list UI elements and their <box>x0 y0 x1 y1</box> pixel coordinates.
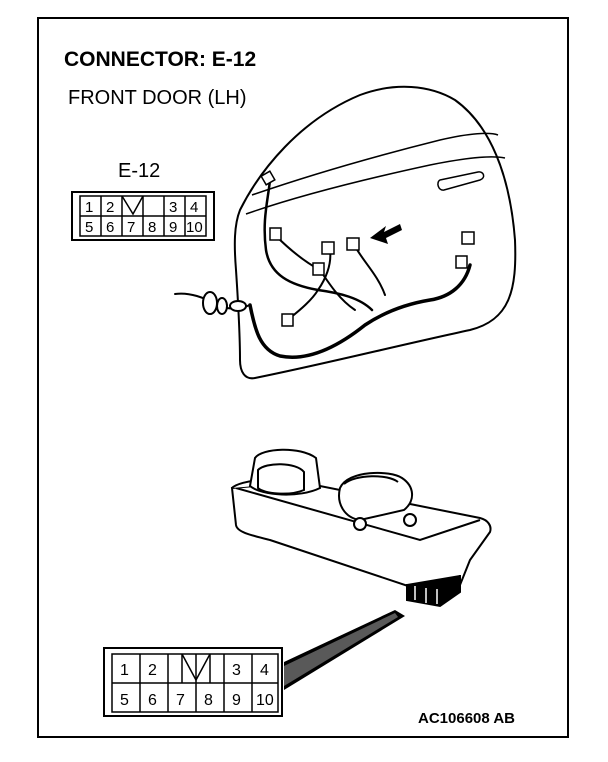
pin-label: 8 <box>148 219 156 236</box>
pin-label: 4 <box>190 199 198 216</box>
harness-connectors <box>260 170 475 327</box>
diagram-subtitle: FRONT DOOR (LH) <box>68 87 247 109</box>
pin-label: 6 <box>148 692 157 709</box>
grommet <box>202 291 247 315</box>
pin-label: 1 <box>85 199 93 216</box>
pin-label: 7 <box>127 219 135 236</box>
pointer-arrow <box>370 224 402 244</box>
pin-label: 3 <box>169 199 177 216</box>
pin-label: 1 <box>120 662 129 679</box>
pin-label: 9 <box>169 219 177 236</box>
connector-label: E-12 <box>118 160 161 182</box>
connector-face-small: 1 2 3 4 5 6 7 8 9 10 <box>71 191 215 241</box>
pin-label: 5 <box>85 219 93 236</box>
pin-label: 6 <box>106 219 114 236</box>
front-door-panel <box>233 85 517 380</box>
pin-label: 9 <box>232 692 241 709</box>
pin-label: 10 <box>256 692 274 709</box>
pin-label: 5 <box>120 692 129 709</box>
pin-label: 2 <box>148 662 157 679</box>
pin-label: 3 <box>232 662 241 679</box>
pin-label: 2 <box>106 199 114 216</box>
pin-label: 7 <box>176 692 185 709</box>
diagram-title: CONNECTOR: E-12 <box>64 48 257 71</box>
pin-label: 10 <box>186 219 203 236</box>
power-window-switch <box>230 448 492 608</box>
connector-face-large: 1 2 3 4 5 6 7 8 9 10 <box>103 647 283 717</box>
reference-code: AC106608 AB <box>418 710 515 727</box>
callout-wedge <box>284 610 405 690</box>
diagram-frame <box>37 17 569 738</box>
pin-label: 4 <box>260 662 269 679</box>
pin-label: 8 <box>204 692 213 709</box>
